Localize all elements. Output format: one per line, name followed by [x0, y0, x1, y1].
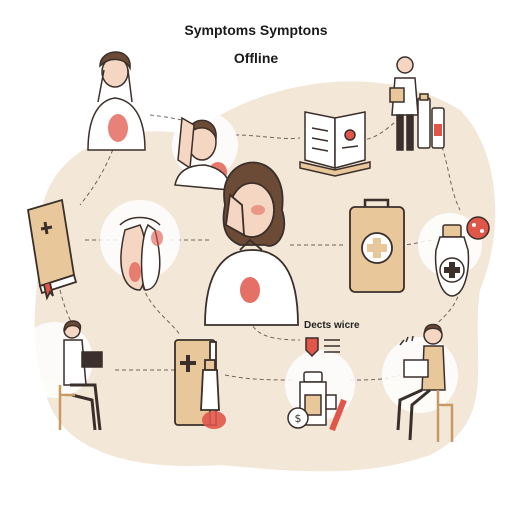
doctor-with-bottles: [389, 56, 445, 151]
man-with-laptop: [396, 323, 454, 442]
note-label: Dects wicre: [304, 320, 360, 331]
page-title: Symptoms Symptons: [184, 22, 328, 38]
pills-coin-bottle-icon: $: [287, 371, 347, 432]
book-and-bottle-icon: [174, 339, 226, 429]
checklist-icon: [305, 337, 340, 358]
woman-with-laptop: [58, 320, 103, 431]
medical-book-icon: [26, 198, 78, 301]
lungs-kidney-icon: [119, 216, 163, 291]
bottle-virus-icon: [434, 216, 490, 297]
dollar-sign-icon: $: [295, 412, 302, 425]
open-book-icon: [299, 111, 371, 177]
first-aid-kit-icon: [349, 198, 405, 293]
man-with-headache: [87, 51, 146, 151]
woman-with-pain: [204, 161, 299, 326]
man-face-in-hand: [174, 116, 231, 191]
page-subtitle: Offline: [233, 50, 279, 66]
